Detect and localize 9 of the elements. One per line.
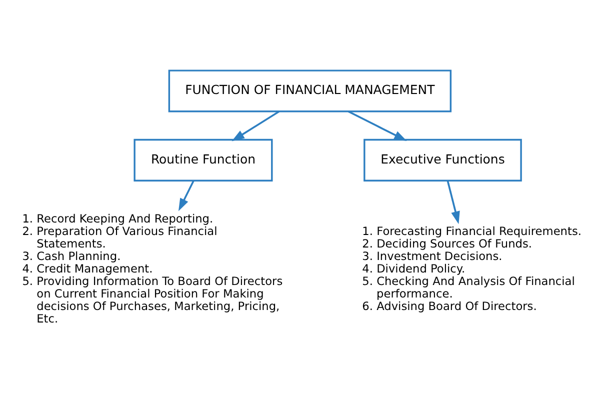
arrow [446, 180, 460, 224]
node-box: Executive Functions [364, 138, 522, 181]
node-text: 1. Record Keeping And Reporting. 2. Preparation Of Various Financial Statements. 3. Cash Planning. 4. Credit Management. 5. Providing Information To Board Of Directors on Current Financial Position For Making decisions Of Purchases, Marketing, Pricing, Etc. [22, 211, 283, 326]
node-text: 1. Forecasting Financial Requirements. 2. Deciding Sources Of Funds. 3. Investment Decisions. 4. Dividend Policy. 5. Checking And Analysis Of Financial performance. 6. Advising Board Of Directors. [362, 224, 582, 313]
node-box: FUNCTION OF FINANCIAL MANAGEMENT [168, 69, 452, 112]
arrow [178, 180, 194, 211]
arrow [348, 110, 407, 140]
arrow [232, 110, 280, 141]
node-box: Routine Function [134, 138, 273, 181]
